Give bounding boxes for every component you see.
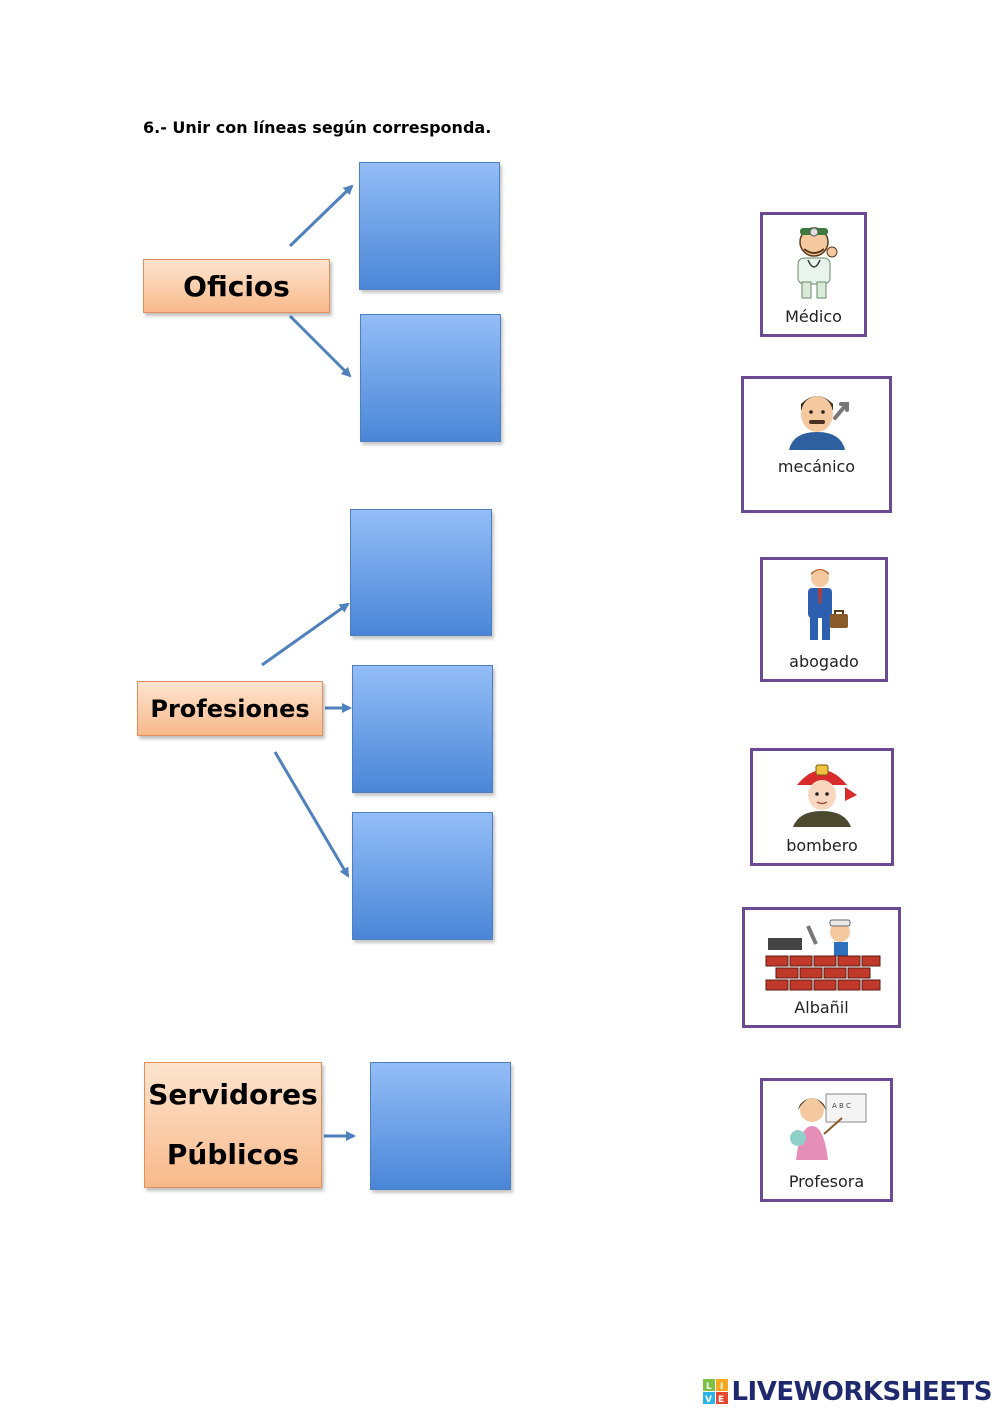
liveworksheets-logo-text: LIVEWORKSHEETS bbox=[731, 1377, 992, 1407]
svg-text:E: E bbox=[718, 1395, 724, 1405]
arrow-profesiones-1 bbox=[261, 602, 350, 667]
drop-box-oficios-2[interactable] bbox=[360, 314, 501, 442]
card-bombero[interactable]: bombero bbox=[750, 748, 894, 866]
arrow-profesiones-3 bbox=[273, 751, 350, 878]
doctor-icon bbox=[797, 227, 837, 299]
drop-box-oficios-1[interactable] bbox=[359, 162, 500, 290]
drop-box-profesiones-1[interactable] bbox=[350, 509, 492, 636]
liveworksheets-badge-icon: L I V E bbox=[703, 1379, 729, 1405]
card-medico[interactable]: Médico bbox=[760, 212, 867, 337]
firefighter-icon bbox=[793, 764, 857, 827]
category-servidores-line2: Públicos bbox=[166, 1138, 300, 1171]
svg-text:L: L bbox=[706, 1382, 712, 1392]
card-label-medico: Médico bbox=[785, 307, 842, 326]
instruction-text: 6.- Unir con líneas según corresponda. bbox=[143, 118, 492, 137]
svg-text:V: V bbox=[705, 1395, 712, 1405]
card-albanil[interactable]: Albañil bbox=[742, 907, 901, 1028]
card-label-abogado: abogado bbox=[789, 652, 859, 671]
drop-box-profesiones-2[interactable] bbox=[352, 665, 493, 793]
card-abogado[interactable]: abogado bbox=[760, 557, 888, 682]
arrow-oficios-1 bbox=[288, 184, 354, 248]
category-servidores-publicos: Servidores Públicos bbox=[144, 1062, 322, 1188]
category-oficios: Oficios bbox=[143, 259, 330, 313]
drop-box-profesiones-3[interactable] bbox=[352, 812, 493, 940]
card-profesora[interactable]: A B C Profesora bbox=[760, 1078, 893, 1202]
lawyer-icon bbox=[808, 569, 848, 640]
card-label-profesora: Profesora bbox=[788, 1172, 865, 1191]
card-label-bombero: bombero bbox=[786, 836, 858, 855]
category-servidores-line1: Servidores bbox=[148, 1078, 318, 1111]
mechanic-icon bbox=[788, 396, 849, 450]
card-label-mecanico: mecánico bbox=[777, 457, 856, 476]
bricklayer-icon bbox=[765, 919, 880, 991]
teacher-icon: A B C bbox=[789, 1093, 866, 1160]
card-mecanico[interactable]: mecánico bbox=[741, 376, 892, 513]
drop-box-servidores-1[interactable] bbox=[370, 1062, 511, 1190]
card-label-albanil: Albañil bbox=[794, 998, 849, 1017]
category-profesiones: Profesiones bbox=[137, 681, 323, 736]
liveworksheets-logo: L I V E LIVEWORKSHEETS bbox=[703, 1377, 992, 1407]
svg-text:I: I bbox=[720, 1382, 723, 1392]
svg-text:A B C: A B C bbox=[832, 1102, 851, 1110]
arrow-oficios-2 bbox=[288, 314, 352, 378]
